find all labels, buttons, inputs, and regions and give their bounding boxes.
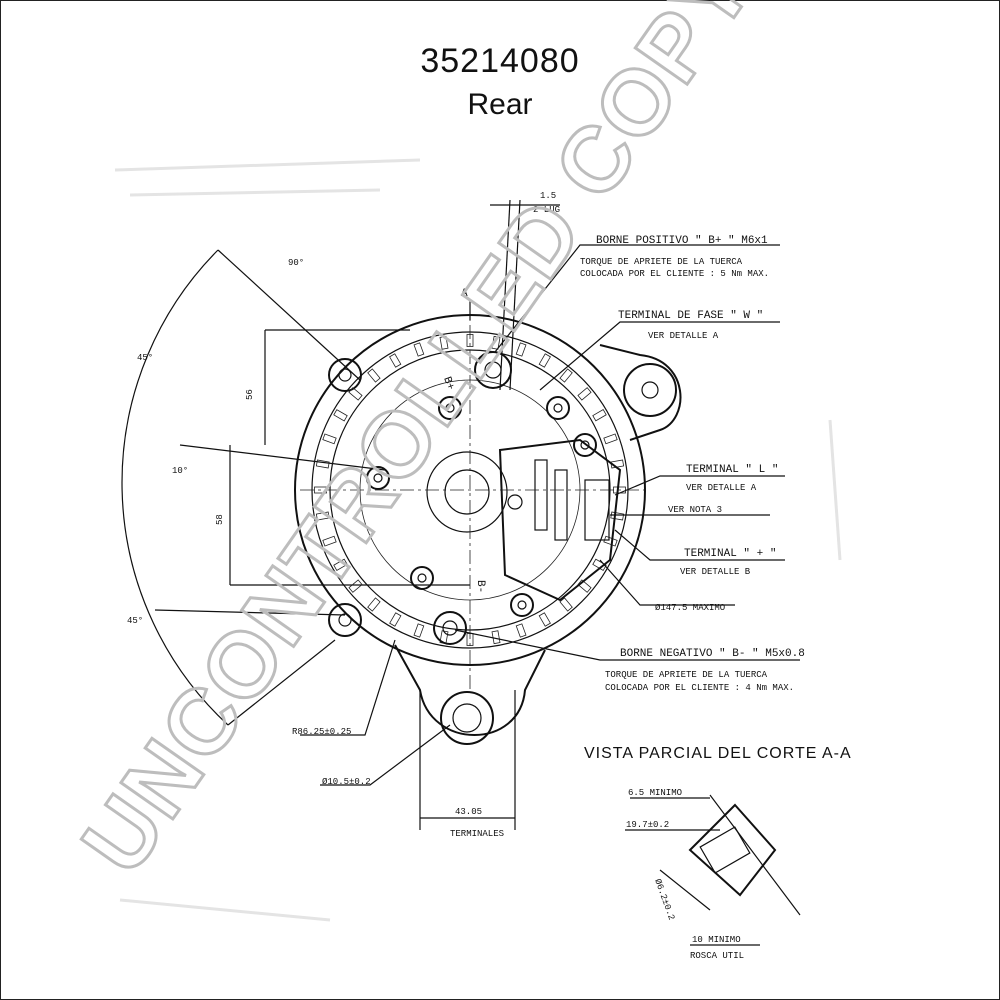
angle-line-bottom: [227, 639, 336, 726]
dim-56: 56: [245, 389, 255, 400]
vent-slot: [603, 433, 618, 445]
vent-slot: [389, 353, 402, 368]
section-a-label: A: [461, 288, 468, 300]
detail-min-top: 6.5 MINIMO: [628, 788, 682, 798]
vent-slot: [592, 409, 607, 422]
vent-slot: [559, 597, 573, 612]
angle-45-top: 45°: [137, 353, 153, 363]
angle-line-90: [217, 249, 361, 381]
dim-top: 1.5: [540, 191, 556, 201]
top-dim-leader-2: [509, 199, 521, 391]
vent-slot: [322, 433, 337, 445]
section-detail: [625, 794, 801, 946]
vent-slot: [367, 597, 381, 612]
vista-parcial-title: VISTA PARCIAL DEL CORTE A-A: [584, 745, 852, 762]
vent-slot: [538, 612, 551, 627]
torque-neg-line1: TORQUE DE APRIETE DE LA TUERCA: [605, 670, 768, 680]
ver-detalle-a-2: VER DETALLE A: [686, 483, 757, 493]
part-number: 35214080: [420, 42, 580, 80]
faded-background: [114, 158, 842, 922]
ver-nota: VER NOTA 3: [668, 505, 722, 515]
vent-slot: [315, 511, 330, 521]
vent-slot: [538, 353, 551, 368]
vent-slot: [333, 409, 348, 422]
vent-slot: [515, 342, 527, 357]
vent-slot: [592, 558, 607, 571]
angle-45-bottom: 45°: [127, 616, 143, 626]
vent-slot: [559, 368, 573, 383]
vent-slot: [348, 579, 363, 593]
angle-line-10: [179, 444, 386, 471]
detail-length: 19.7±0.2: [626, 820, 669, 830]
vent-slot: [389, 612, 402, 627]
vent-slot: [577, 387, 592, 401]
diam-max: Ø147.5 MAXIMO: [655, 603, 725, 613]
terminal-bolts: [366, 351, 597, 645]
vent-slot: [439, 335, 449, 350]
r-dim: R86.25±0.25: [292, 727, 351, 737]
vent-slot: [413, 342, 425, 357]
vent-slot: [315, 459, 330, 469]
regulator-block: [498, 438, 622, 602]
vent-slot: [515, 623, 527, 638]
hole-dim: Ø10.5±0.2: [322, 777, 371, 787]
terminales-label: TERMINALES: [450, 829, 504, 839]
terminal-l: TERMINAL " L ": [686, 464, 778, 476]
b-minus-label: B-: [474, 580, 486, 593]
detail-diameter: Ø6.2±0.2: [652, 878, 676, 922]
detail-min-bottom: 10 MINIMO: [692, 935, 741, 945]
vent-slot: [610, 459, 625, 469]
torque-pos-line1: TORQUE DE APRIETE DE LA TUERCA: [580, 257, 743, 267]
borne-positivo: BORNE POSITIVO " B+ " M6x1: [596, 235, 768, 247]
bottom-dim: 43.05: [455, 807, 482, 817]
angle-arc: [121, 249, 229, 726]
vent-slot: [348, 387, 363, 401]
vent-slot: [603, 535, 618, 547]
angle-10: 10°: [172, 466, 188, 476]
vent-slot: [413, 623, 425, 638]
vent-slot: [367, 368, 381, 383]
terminal-plus: TERMINAL " + ": [684, 548, 776, 560]
vent-slot: [610, 511, 625, 521]
b-plus-label: B+: [440, 375, 456, 392]
view-label: Rear: [467, 88, 533, 121]
ver-detalle-a-1: VER DETALLE A: [648, 331, 719, 341]
dim-top-sub: 2 LUG: [533, 205, 560, 215]
torque-pos-line2: COLOCADA POR EL CLIENTE : 5 Nm MAX.: [580, 269, 769, 279]
vent-slot: [491, 335, 501, 350]
terminal-fase: TERMINAL DE FASE " W ": [618, 310, 763, 322]
vent-slot: [333, 558, 348, 571]
ver-detalle-b: VER DETALLE B: [680, 567, 751, 577]
angle-line-45: [154, 609, 346, 616]
dim-58: 58: [215, 514, 225, 525]
leader-lines: [300, 244, 800, 786]
borne-negativo: BORNE NEGATIVO " B- " M5x0.8: [620, 648, 805, 660]
top-dim-leader: [499, 199, 511, 391]
detail-rosca: ROSCA UTIL: [690, 951, 744, 961]
angle-90: 90°: [288, 258, 304, 268]
vent-slot: [322, 535, 337, 547]
vent-slot: [577, 579, 592, 593]
vent-slot: [491, 630, 501, 645]
torque-neg-line2: COLOCADA POR EL CLIENTE : 4 Nm MAX.: [605, 683, 794, 693]
